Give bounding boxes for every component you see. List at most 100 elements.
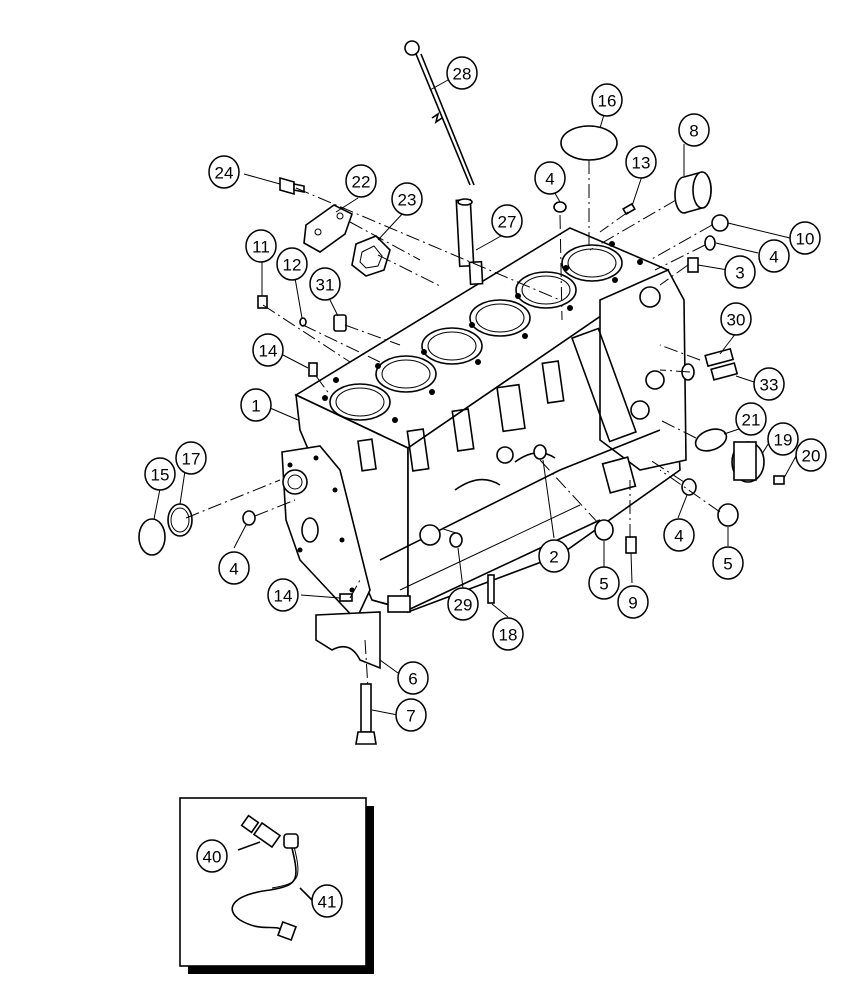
callout-number: 4 — [769, 248, 778, 267]
callout-13: 13 — [625, 145, 657, 179]
callout-3: 3 — [724, 255, 756, 289]
callout-number: 24 — [215, 164, 234, 183]
callout-circle — [446, 56, 478, 90]
callout-circle — [345, 164, 377, 198]
callout-circle — [267, 578, 299, 612]
callout-circle — [678, 113, 710, 147]
callout-number: 9 — [628, 594, 637, 613]
callout-number: 28 — [453, 65, 472, 84]
callout-number: 4 — [674, 527, 683, 546]
callout-2: 2 — [538, 539, 570, 573]
callout-number: 1 — [251, 397, 260, 416]
callout-number: 16 — [598, 92, 617, 111]
callout-number: 11 — [252, 238, 270, 257]
callout-number: 6 — [408, 670, 417, 689]
callout-circle — [767, 422, 799, 456]
callout-number: 20 — [802, 447, 821, 466]
callout-11: 11 — [245, 229, 277, 263]
inset-detail — [179, 797, 374, 974]
callout-8: 8 — [678, 113, 710, 147]
callout-number: 19 — [774, 431, 793, 450]
callout-circle — [447, 587, 479, 621]
callout-circle — [492, 617, 524, 651]
callout-41: 41 — [311, 884, 343, 918]
callout-number: 21 — [742, 411, 761, 430]
callout-circle — [712, 546, 744, 580]
callout-number: 17 — [182, 450, 201, 469]
callout-number: 30 — [727, 311, 746, 330]
callout-circle — [144, 457, 176, 491]
callout-4: 4 — [218, 551, 250, 585]
callout-circle — [538, 539, 570, 573]
callout-number: 7 — [406, 707, 415, 726]
callout-10: 10 — [789, 221, 821, 255]
callout-number: 41 — [318, 893, 337, 912]
callout-circle — [735, 402, 767, 436]
callout-12: 12 — [276, 247, 308, 281]
callout-number: 4 — [229, 560, 238, 579]
callout-number: 13 — [632, 154, 651, 173]
callout-circle — [720, 302, 752, 336]
callout-16: 16 — [591, 83, 623, 117]
callout-circle — [724, 255, 756, 289]
callout-29: 29 — [447, 587, 479, 621]
callout-28: 28 — [446, 56, 478, 90]
callout-21: 21 — [735, 402, 767, 436]
callout-circle — [240, 388, 272, 422]
callout-17: 17 — [175, 441, 207, 475]
callout-circle — [245, 229, 277, 263]
callout-circle — [617, 585, 649, 619]
callout-24: 24 — [208, 155, 240, 189]
callout-circle — [391, 182, 423, 216]
callout-1: 1 — [240, 388, 272, 422]
callout-bubbles: 2816813427222324111231141104330332119201… — [144, 56, 827, 918]
callout-circle — [208, 155, 240, 189]
callout-number: 23 — [398, 191, 417, 210]
callout-31: 31 — [309, 267, 341, 301]
center-lines — [185, 160, 721, 689]
callout-4: 4 — [663, 518, 695, 552]
callout-15: 15 — [144, 457, 176, 491]
callout-number: 15 — [151, 466, 170, 485]
callout-5: 5 — [588, 566, 620, 600]
callout-circle — [309, 267, 341, 301]
callout-number: 22 — [352, 173, 371, 192]
callout-circle — [588, 566, 620, 600]
callout-circle — [663, 518, 695, 552]
callout-number: 40 — [203, 848, 222, 867]
callout-circle — [395, 698, 427, 732]
callout-number: 3 — [735, 264, 744, 283]
callout-circle — [758, 239, 790, 273]
callout-circle — [789, 221, 821, 255]
callout-circle — [175, 441, 207, 475]
callout-number: 5 — [599, 575, 608, 594]
callout-number: 18 — [499, 626, 518, 645]
callout-7: 7 — [395, 698, 427, 732]
callout-9: 9 — [617, 585, 649, 619]
callout-18: 18 — [492, 617, 524, 651]
callout-27: 27 — [491, 204, 523, 238]
callout-4: 4 — [758, 239, 790, 273]
callout-number: 33 — [760, 376, 779, 395]
callout-number: 14 — [259, 342, 278, 361]
callout-33: 33 — [753, 367, 785, 401]
callout-number: 14 — [274, 587, 293, 606]
callout-circle — [311, 884, 343, 918]
callout-circle — [591, 83, 623, 117]
callout-number: 12 — [283, 256, 302, 275]
callout-14: 14 — [267, 578, 299, 612]
callout-number: 2 — [549, 548, 558, 567]
callout-number: 10 — [796, 230, 815, 249]
callout-circle — [491, 204, 523, 238]
callout-circle — [276, 247, 308, 281]
callout-19: 19 — [767, 422, 799, 456]
callout-30: 30 — [720, 302, 752, 336]
callout-40: 40 — [196, 839, 228, 873]
callout-circle — [196, 839, 228, 873]
callout-20: 20 — [795, 438, 827, 472]
callout-circle — [397, 661, 429, 695]
callout-5: 5 — [712, 546, 744, 580]
callout-22: 22 — [345, 164, 377, 198]
engine-block — [281, 227, 687, 622]
